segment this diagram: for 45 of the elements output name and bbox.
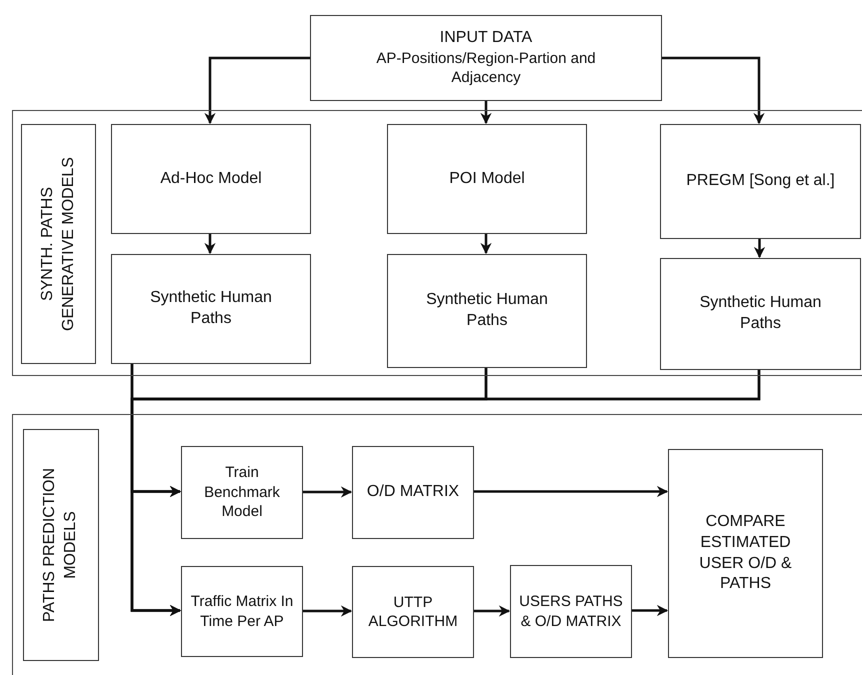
arrow	[473, 605, 510, 617]
process-box	[111, 254, 311, 364]
box-text: PREGM [Song et al.]	[685, 171, 836, 192]
process-box	[387, 254, 587, 368]
box-text: AP-Positions/Region-Partion and Adjacency	[375, 48, 597, 88]
process-box	[668, 449, 823, 658]
box-text: Synthetic Human Paths	[698, 293, 822, 334]
box-text: O/D MATRIX	[366, 482, 460, 502]
arrow	[631, 604, 668, 616]
process-box	[387, 124, 587, 234]
process-box	[352, 446, 474, 539]
process-box	[510, 565, 632, 658]
arrow	[204, 233, 216, 254]
process-box	[111, 124, 311, 234]
arrow	[480, 233, 492, 254]
arrow	[302, 486, 352, 498]
process-box	[352, 566, 474, 658]
arrow	[662, 56, 765, 124]
box-text: COMPARE ESTIMATED USER O/D & PATHS	[698, 512, 793, 594]
section-label-box	[21, 124, 96, 364]
box-text: UTTP ALGORITHM	[367, 592, 459, 632]
box-heading: INPUT DATA	[438, 28, 534, 48]
arrow	[130, 369, 760, 616]
process-box	[181, 566, 303, 657]
box-text: POI Model	[448, 168, 526, 189]
process-box	[181, 446, 303, 539]
arrow	[302, 605, 352, 617]
box-text: PATHS PREDICTION MODELS	[40, 466, 80, 624]
box-text: USERS PATHS & O/D MATRIX	[518, 592, 624, 631]
arrow	[473, 486, 668, 498]
box-text: Synthetic Human Paths	[425, 290, 549, 331]
section-label-box	[23, 429, 99, 661]
box-text: Train Benchmark Model	[203, 463, 281, 522]
process-box	[660, 258, 861, 370]
arrow	[754, 238, 766, 258]
box-text: Traffic Matrix In Time Per AP	[190, 592, 294, 631]
process-box	[310, 15, 662, 101]
box-text: Ad-Hoc Model	[159, 168, 263, 189]
box-text: Synthetic Human Paths	[149, 288, 273, 329]
group-panel	[12, 110, 862, 376]
box-text: SYNTH. PATHS GENERATIVE MODELS	[38, 156, 78, 333]
arrow	[204, 56, 310, 124]
process-box	[660, 124, 861, 239]
group-panel	[12, 414, 862, 675]
arrow	[480, 101, 492, 124]
